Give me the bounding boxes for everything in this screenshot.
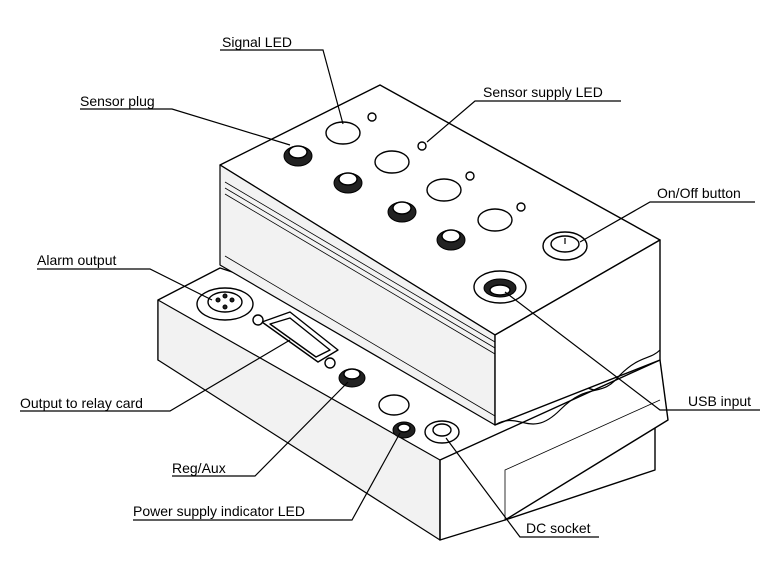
label-sensor-supply-led: Sensor supply LED [483,84,603,100]
leader-alarm-output [37,268,213,301]
label-on-off-button: On/Off button [657,185,741,201]
reg-aux-shape [338,368,366,388]
sensor-supply-leds [367,112,526,212]
usb-input-shape [473,270,527,304]
label-output-to-relay-card: Output to relay card [20,395,143,411]
label-power-supply-indicator-led: Power supply indicator LED [133,503,305,519]
power-led-shape [378,394,416,439]
label-dc-socket: DC socket [526,520,591,536]
sensor-plugs [283,145,466,251]
leader-sensor-plug [80,108,291,146]
leader-lines [20,49,760,538]
label-sensor-plug: Sensor plug [80,93,155,109]
leader-on-off-button [579,201,755,243]
leader-sensor-supply-led [426,100,621,143]
label-alarm-output: Alarm output [37,252,117,268]
leader-usb-input [504,291,760,411]
relay-connector-shape [252,311,339,369]
on-off-button-shape [542,231,588,261]
top-housing [219,84,661,426]
leader-reg-aux [172,381,349,477]
label-signal-led: Signal LED [222,34,293,50]
label-usb-input: USB input [688,393,752,409]
dc-socket-shape [424,420,460,444]
leader-dc-socket [445,437,599,538]
leader-power-led [133,432,401,521]
leader-relay-card [20,339,291,412]
label-reg-aux: Reg/Aux [172,460,226,476]
alarm-output-shape [196,287,254,321]
signal-leds [325,121,513,232]
leader-signal-led [220,49,344,125]
